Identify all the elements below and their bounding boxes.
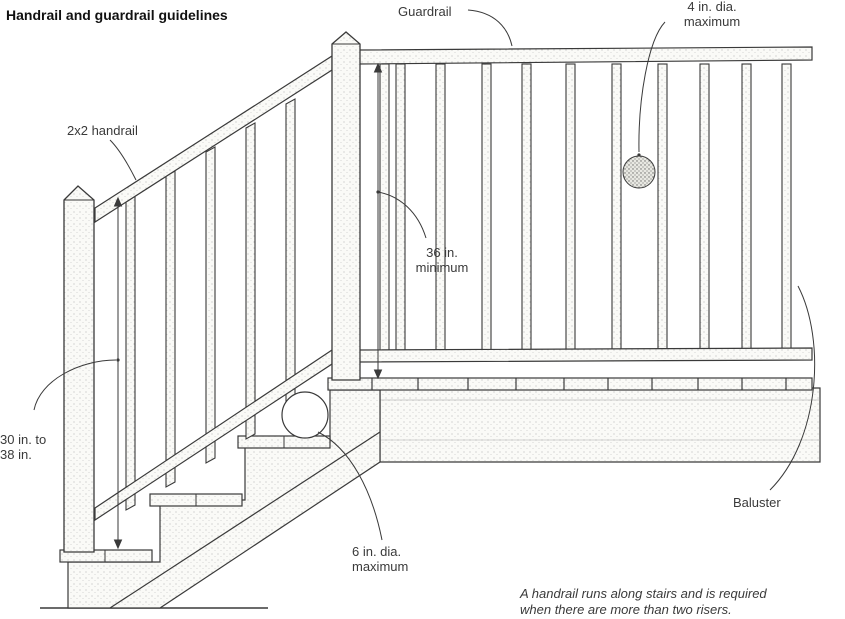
guardrail-top-rail [357, 46, 813, 65]
stair-treads [59, 435, 331, 563]
label-sphere-4in: 4 in. dia. maximum [672, 0, 752, 29]
label-height-30-38in-line2: 38 in. [0, 447, 32, 462]
dimension-30-38in [113, 196, 123, 550]
label-height-36in: 36 in. minimum [402, 245, 482, 275]
dimension-36in [373, 62, 383, 380]
guardrail-bottom-rail [357, 347, 813, 363]
label-sphere-4in-line2: maximum [683, 14, 741, 29]
label-height-30-38in-line1: 30 in. to [0, 432, 47, 447]
leader-36in [377, 191, 427, 239]
stair-balusters [125, 98, 296, 511]
leader-handrail [109, 139, 137, 181]
caption-line2: when there are more than two risers. [520, 602, 732, 617]
label-height-36in-line2: minimum [415, 260, 469, 275]
caption: A handrail runs along stairs and is requ… [520, 586, 767, 618]
deck-rim [379, 387, 821, 463]
leader-4in [638, 21, 666, 153]
guardrail-balusters [379, 63, 792, 353]
leader-6in [317, 431, 383, 541]
label-sphere-4in-line1: 4 in. dia. [687, 0, 737, 14]
label-handrail: 2x2 handrail [67, 123, 138, 138]
caption-line1: A handrail runs along stairs and is requ… [520, 586, 767, 601]
label-sphere-6in-line2: maximum [352, 559, 409, 574]
label-height-30-38in: 30 in. to 38 in. [0, 432, 46, 462]
leader-baluster [769, 285, 816, 491]
label-sphere-6in-line1: 6 in. dia. [352, 544, 402, 559]
sphere-4in [622, 155, 656, 189]
leader-guardrail [467, 9, 513, 47]
label-height-36in-line1: 36 in. [426, 245, 458, 260]
newel-post-lower [63, 185, 95, 553]
sphere-6in [281, 391, 329, 439]
page-title: Handrail and guardrail guidelines [6, 7, 228, 23]
label-sphere-6in: 6 in. dia. maximum [352, 544, 408, 574]
newel-post-upper [331, 31, 361, 381]
leader-30-38 [33, 359, 117, 411]
label-guardrail: Guardrail [398, 4, 452, 19]
deck-boards [327, 377, 813, 391]
leader-lines [33, 9, 816, 541]
label-baluster: Baluster [733, 495, 781, 510]
